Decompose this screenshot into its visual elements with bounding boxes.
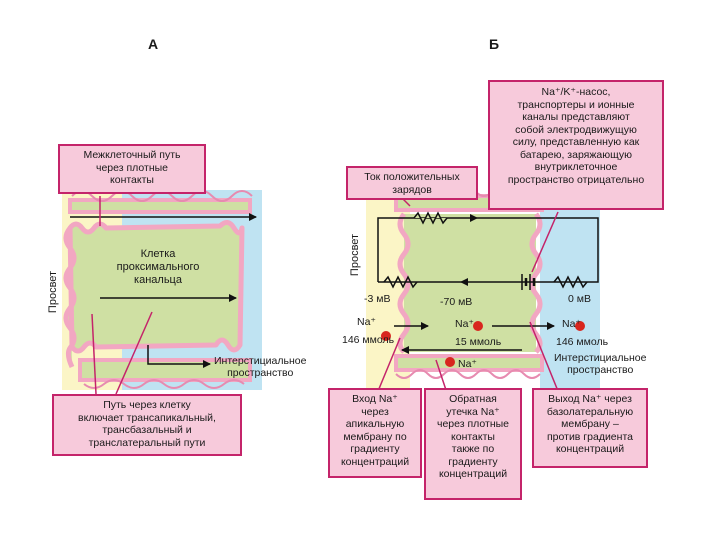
- panel-b-voltage-interstitial: 0 мВ: [568, 293, 591, 305]
- panel-a-interstitial-label: Интерстициальное пространство: [214, 355, 307, 379]
- panel-b-graphic: [366, 187, 600, 397]
- panel-a-cell-label: Клетка проксимального канальца: [116, 248, 200, 286]
- panel-b-battery-icon: [521, 274, 536, 290]
- panel-b-exit-pointer: [529, 321, 561, 397]
- panel-b-na-ion-interstitial: [575, 321, 585, 331]
- panel-b-apical-membrane: [397, 212, 411, 354]
- panel-b-na-ion-cell: [473, 321, 483, 331]
- panel-b-na-ion-lumen: [381, 331, 391, 341]
- panel-a-bottom-pointer-2: [115, 311, 153, 395]
- panel-b-pump-box: Na⁺/K⁺-насос, транспортеры и ионные кана…: [488, 80, 664, 210]
- panel-a-lower-microvilli: [83, 379, 245, 389]
- panel-a-cell-body: [63, 220, 245, 369]
- panel-b-na-leak-label: Na⁺: [458, 358, 477, 370]
- panel-b-resistor-right: [553, 275, 588, 289]
- panel-b-exit-box: Выход Na⁺ через базолатеральную мембрану…: [532, 388, 648, 468]
- panel-a-intercellular-box: Межклеточный путь через плотные контакты: [58, 144, 206, 194]
- panel-a-lateral-arrow: [147, 345, 211, 368]
- panel-a-letter: А: [148, 36, 159, 52]
- panel-b-resistor-left: [383, 275, 418, 289]
- panel-a-bottom-pointer-1: [91, 313, 97, 395]
- panel-b-lumen-label: Просвет: [349, 233, 361, 277]
- panel-b-current-arrow-bottom: [460, 278, 468, 286]
- panel-b-conc-interstitial: 146 ммоль: [556, 336, 609, 348]
- panel-b-entry-box: Вход Na⁺ через апикальную мембрану по гр…: [328, 388, 422, 478]
- panel-b-na-lumen-label: Na⁺: [357, 316, 376, 328]
- panel-b-entry-pointer: [375, 337, 401, 397]
- panel-a-graphic: [62, 190, 262, 395]
- panel-b-circuit-wire: [377, 217, 599, 283]
- panel-a-transcellular-box: Путь через клетку включает трансапикальн…: [52, 394, 242, 456]
- panel-a-upper-cell-strip: [68, 198, 252, 214]
- panel-b-cell-body: [404, 214, 536, 352]
- panel-b-na-interstitial-label: Na⁺: [562, 318, 581, 330]
- panel-b-current-box: Ток положительных зарядов: [346, 166, 478, 200]
- panel-b-na-ion-leak: [445, 357, 455, 367]
- panel-b-resistor-top: [413, 211, 448, 225]
- panel-b-interstitial-label: Интерстициальное пространство: [554, 352, 647, 376]
- panel-b-interstitial-area: [540, 190, 600, 390]
- panel-b-lower-microvilli: [395, 369, 541, 379]
- panel-b-voltage-lumen: -3 мВ: [364, 293, 391, 305]
- panel-b-conc-cell: 15 ммоль: [455, 336, 502, 348]
- panel-b-conc-lumen: 146 ммоль: [342, 334, 395, 346]
- panel-b-letter: Б: [489, 36, 500, 52]
- panel-b-lower-cell-strip: [394, 354, 544, 372]
- panel-b-leak-box: Обратная утечка Na⁺ через плотные контак…: [424, 388, 522, 500]
- panel-b-voltage-cell: -70 мВ: [440, 296, 473, 308]
- panel-b-na-cell-label: Na⁺: [455, 318, 474, 330]
- panel-a-lumen-label: Просвет: [47, 270, 59, 314]
- panel-b-pump-pointer: [531, 211, 559, 273]
- panel-b-current-arrow-top: [470, 214, 478, 222]
